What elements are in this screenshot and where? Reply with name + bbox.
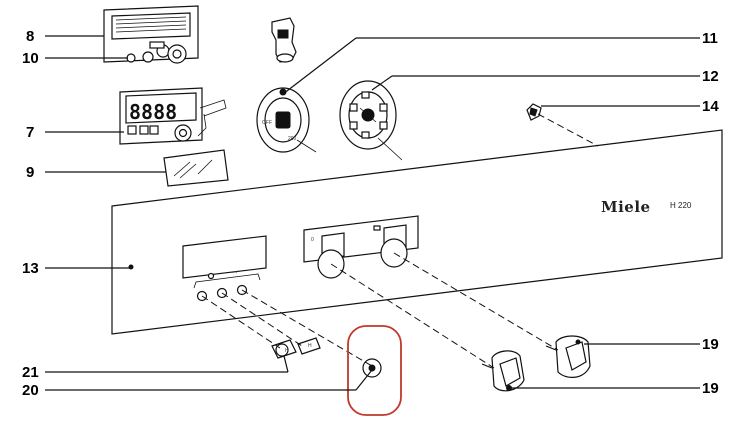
svg-text:H: H <box>285 348 289 354</box>
front-panel-part: 0 * * Miele H 220 <box>111 129 723 335</box>
model-label: H 220 <box>670 201 692 210</box>
brand-logo: Miele <box>601 198 651 216</box>
control-knob-lower-19 <box>481 350 525 392</box>
bracket-part-10 <box>271 17 297 63</box>
svg-text:H: H <box>308 343 312 349</box>
callout-13: 13 <box>22 260 39 277</box>
leader-lines <box>45 35 700 391</box>
display-digits: 8888 <box>129 100 177 124</box>
callout-9: 9 <box>26 164 34 181</box>
callout-11: 11 <box>702 30 718 47</box>
svg-text:OFF: OFF <box>262 120 272 126</box>
display-frame-part <box>103 5 199 64</box>
callout-12: 12 <box>702 68 719 85</box>
svg-text:200: 200 <box>288 136 297 142</box>
display-window-part <box>163 149 229 187</box>
svg-text:0: 0 <box>311 237 314 243</box>
callout-7: 7 <box>26 124 34 141</box>
highlight-marker <box>347 325 402 416</box>
rotary-switch-12-part <box>339 80 403 161</box>
assembly-lines <box>201 113 599 369</box>
push-buttons-part-21: H H <box>271 337 321 359</box>
callout-10: 10 <box>22 50 39 67</box>
callout-14: 14 <box>702 98 719 115</box>
display-board-part: 8888 <box>119 87 227 145</box>
clip-part-14 <box>526 103 542 121</box>
rotary-switch-11-part: OFF 200 <box>256 87 317 153</box>
small-knob-part-20 <box>362 358 382 378</box>
svg-text:* *: * * <box>232 271 237 277</box>
callout-19-upper: 19 <box>702 336 719 353</box>
callout-21: 21 <box>22 364 39 381</box>
callout-20: 20 <box>22 382 39 399</box>
callout-8: 8 <box>26 28 34 45</box>
callout-numbers: 8 10 7 9 13 21 20 11 12 14 19 19 <box>22 28 719 399</box>
control-knob-upper-19 <box>545 335 591 378</box>
callout-19-lower: 19 <box>702 380 719 397</box>
